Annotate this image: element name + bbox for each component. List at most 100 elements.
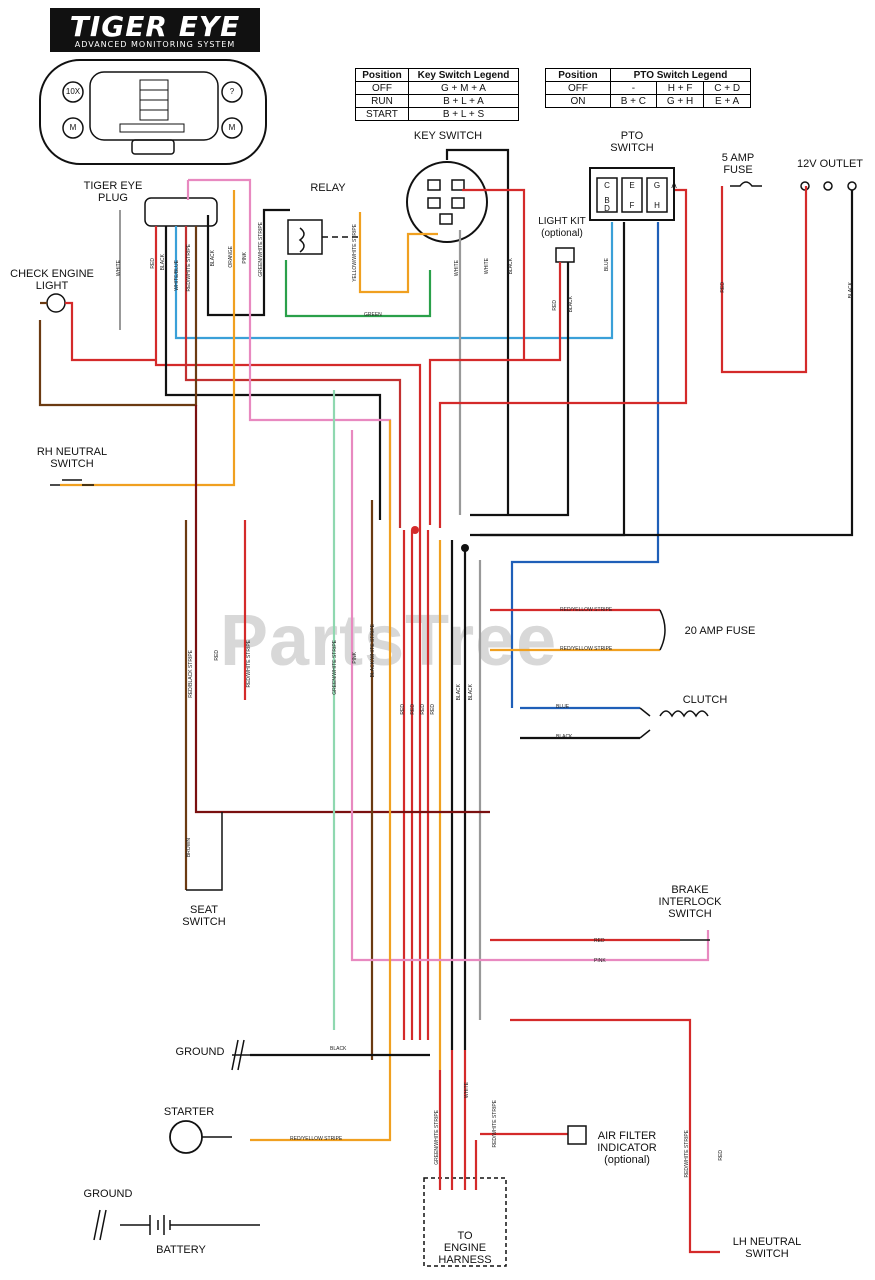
legend-cell: B + C <box>609 94 657 108</box>
key-switch-label: KEY SWITCH <box>413 130 483 142</box>
display-button-m-left: M <box>69 123 77 132</box>
wire-label-red-white: RED/WHITE STRIPE <box>186 244 192 292</box>
legend-cell: H + F <box>655 81 705 95</box>
legend-cell: B + L + A <box>407 94 520 108</box>
legend-cell: OFF <box>545 81 611 95</box>
pto-terminal-d: D <box>604 204 610 213</box>
lh-neutral-label: LH NEUTRAL SWITCH <box>732 1236 802 1260</box>
legend-header-position: Position <box>355 68 409 82</box>
tiger-eye-display <box>39 59 267 165</box>
wire-label-red: RED <box>150 258 156 269</box>
pto-switch-legend: Position PTO Switch Legend OFF - H + F C… <box>545 68 752 108</box>
wire-label-white-4: WHITE <box>464 1082 470 1099</box>
fuse-5-symbol <box>730 181 762 187</box>
legend-cell: G + M + A <box>407 81 520 95</box>
engine-harness-label: TO ENGINE HARNESS <box>438 1230 492 1266</box>
wire-label-pink-2: PINK <box>352 652 358 664</box>
junction-black <box>461 544 469 552</box>
outlet-neg <box>847 181 857 191</box>
pto-switch-label: PTO SWITCH <box>610 130 654 154</box>
wire-label-black: BLACK <box>160 254 166 271</box>
tiger-eye-logo: TIGER EYE ADVANCED MONITORING SYSTEM <box>50 8 260 52</box>
wire-label-blue: BLUE <box>604 258 610 272</box>
outlet-mid <box>823 181 833 191</box>
relay-label: RELAY <box>310 182 346 194</box>
wire-label-black-white: BLACK/WHITE STRIPE <box>370 624 376 678</box>
watermark: PartsTree <box>220 601 558 681</box>
pto-switch <box>589 167 675 221</box>
legend-cell: B + L + S <box>407 107 520 121</box>
wire-label-red-6: RED <box>410 704 416 715</box>
brake-switch-label: BRAKE INTERLOCK SWITCH <box>658 884 722 920</box>
wire-label-black-9: BLACK <box>330 1046 347 1052</box>
wire-label-black-2: BLACK <box>210 250 216 267</box>
legend-cell: G + H <box>655 94 705 108</box>
legend-cell: E + A <box>703 94 751 108</box>
wire-label-black-3: BLACK <box>508 258 514 275</box>
key-switch <box>406 161 488 243</box>
legend-cell: - <box>609 81 657 95</box>
legend-header-pto: PTO Switch Legend <box>609 68 752 82</box>
wire-label-black-6: BLACK <box>556 734 573 740</box>
light-kit-connector <box>555 247 575 263</box>
ground-top-label: GROUND <box>175 1046 225 1058</box>
fuse-20-label: 20 AMP FUSE <box>684 625 756 637</box>
tiger-eye-plug <box>144 197 218 227</box>
wire-label-red-2: RED <box>552 300 558 311</box>
key-switch-legend: Position Key Switch Legend OFF G + M + A… <box>355 68 520 121</box>
display-button-help: ? <box>229 87 235 96</box>
pto-terminal-b: B <box>604 196 610 205</box>
junction-red <box>411 526 419 534</box>
wire-label-red-white-4: RED/WHITE STRIPE <box>492 1100 498 1148</box>
battery-label: BATTERY <box>156 1244 206 1256</box>
wire-label-red-9: RED <box>594 938 605 944</box>
relay <box>287 219 360 255</box>
wire-label-green-white: GREEN/WHITE STRIPE <box>258 222 264 277</box>
wire-label-black-8: BLACK <box>468 684 474 701</box>
pto-terminal-g: G <box>653 181 661 190</box>
seat-switch-label: SEAT SWITCH <box>182 904 226 928</box>
wire-label-black-5: BLACK <box>848 282 854 299</box>
wire-label-red-white-3: RED/WHITE STRIPE <box>684 1130 690 1178</box>
wire-label-green-white-3: GREEN/WHITE STRIPE <box>434 1110 440 1165</box>
pto-terminal-e: E <box>629 181 635 190</box>
legend-cell: OFF <box>355 81 409 95</box>
wire-label-black-4: BLACK <box>568 296 574 313</box>
logo-title: TIGER EYE <box>69 10 241 43</box>
wire-label-brown: BROWN <box>186 838 192 858</box>
wire-label-red-5: RED <box>400 704 406 715</box>
legend-cell: START <box>355 107 409 121</box>
wire-label-white-blue: WHITE/BLUE <box>174 260 180 291</box>
rh-neutral-label: RH NEUTRAL SWITCH <box>36 446 108 470</box>
wire-label-pink-3: PINK <box>594 958 606 964</box>
wire-label-black-7: BLACK <box>456 684 462 701</box>
wire-label-red-black: RED/BLACK STRIPE <box>188 650 194 698</box>
wire-label-red-yellow-3: RED/YELLOW STRIPE <box>290 1136 343 1142</box>
pto-terminal-c: C <box>604 181 610 190</box>
display-button-10x: 10X <box>65 87 81 96</box>
wire-label-green: GREEN <box>364 312 382 318</box>
wire-label-white-3: WHITE <box>484 258 490 275</box>
wire-label-pink: PINK <box>242 252 248 264</box>
legend-header-key: Key Switch Legend <box>407 68 520 82</box>
wire-label-red-10: RED <box>718 1150 724 1161</box>
check-engine-bulb <box>46 293 66 313</box>
logo-subtitle: ADVANCED MONITORING SYSTEM <box>74 40 236 49</box>
legend-header-position: Position <box>545 68 611 82</box>
wire-label-white-2: WHITE <box>454 260 460 277</box>
outlet-label: 12V OUTLET <box>796 158 864 170</box>
wire-label-red-3: RED <box>720 282 726 293</box>
legend-cell: RUN <box>355 94 409 108</box>
wire-label-blue-2: BLUE <box>556 704 570 710</box>
pto-terminal-f: F <box>629 201 635 210</box>
tiger-eye-plug-label: TIGER EYE PLUG <box>83 180 143 204</box>
clutch-label: CLUTCH <box>682 694 728 706</box>
pto-terminal-h: H <box>654 201 660 210</box>
pto-terminal-a: A <box>671 181 677 190</box>
check-engine-label: CHECK ENGINE LIGHT <box>10 268 94 292</box>
fuse-5-label: 5 AMP FUSE <box>721 152 755 176</box>
legend-cell: ON <box>545 94 611 108</box>
legend-cell: C + D <box>703 81 751 95</box>
display-button-m-right: M <box>228 123 236 132</box>
